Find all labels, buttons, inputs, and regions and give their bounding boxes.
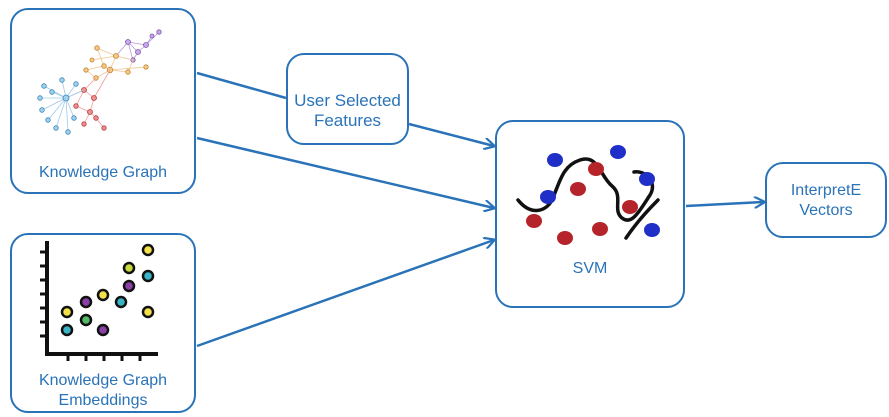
interpret-vectors-label-line2: Vectors: [799, 202, 853, 219]
user-features-label-line2: Features: [313, 111, 382, 130]
knowledge-graph-label: Knowledge Graph: [38, 164, 168, 181]
kg-embeddings-label-line2: Embeddings: [58, 392, 148, 409]
kg-embeddings-label-line1: Knowledge Graph: [38, 372, 168, 389]
user-features-node: [286, 53, 409, 145]
knowledge-graph-node: [10, 8, 196, 194]
arrow-kg-to-svm: [196, 136, 494, 208]
arrow-embeddings-to-svm: [196, 240, 494, 348]
arrow-svm-to-vectors: [685, 202, 764, 206]
arrow-features-to-svm: [408, 122, 494, 146]
kg-embeddings-label: Knowledge Graph Embeddings: [10, 371, 196, 411]
interpret-vectors-label-line1: InterpretE: [790, 182, 862, 199]
svm-label: SVM: [572, 260, 608, 277]
user-features-label-line1: User Selected: [294, 91, 401, 110]
svm-node: [495, 120, 685, 308]
scatter-plot-icon: [40, 241, 158, 361]
svm-decision-boundary-icon: [516, 145, 660, 245]
user-features-label: User Selected Features: [286, 91, 409, 131]
arrow-kg-to-features: [196, 71, 287, 100]
network-graph-icon: [37, 29, 162, 135]
interpret-vectors-label: InterpretE Vectors: [765, 181, 887, 221]
